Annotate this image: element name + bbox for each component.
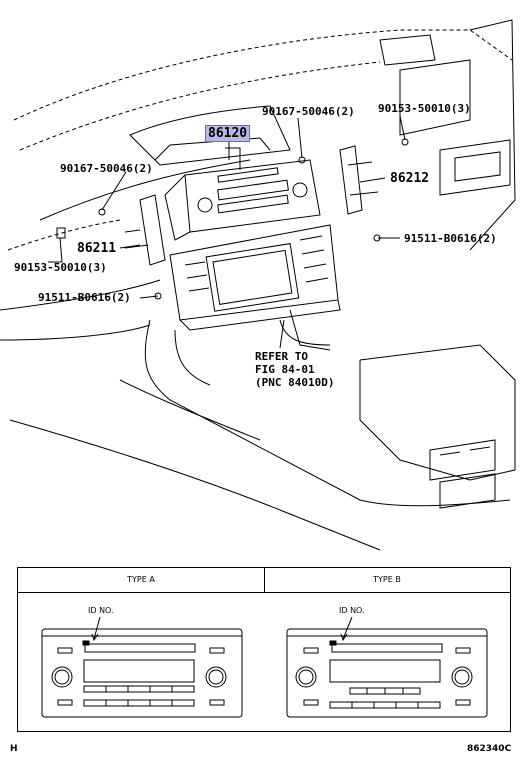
part-label-91511-right[interactable]: 91511-B0616(2) — [404, 232, 497, 245]
display-unit — [169, 224, 339, 321]
part-label-90153-top[interactable]: 90153-50010(3) — [378, 102, 471, 115]
id-no-label-a: ID NO. — [88, 606, 114, 615]
refer-line-3: (PNC 84010D) — [255, 376, 335, 389]
bracket-86212 — [339, 145, 363, 215]
part-label-90167-top[interactable]: 90167-50046(2) — [262, 105, 355, 118]
part-label-90167-left[interactable]: 90167-50046(2) — [60, 162, 153, 175]
type-b-radio — [286, 616, 488, 718]
refer-note[interactable]: REFER TO FIG 84-01 (PNC 84010D) — [255, 350, 334, 389]
head-unit-86120 — [184, 159, 321, 233]
part-label-90153-left[interactable]: 90153-50010(3) — [14, 261, 107, 274]
type-a-radio — [41, 616, 243, 718]
refer-line-2: FIG 84-01 — [255, 363, 315, 376]
footer-left-code: H — [10, 744, 18, 754]
part-label-86212[interactable]: 86212 — [390, 171, 430, 186]
part-label-86211[interactable]: 86211 — [77, 241, 117, 256]
part-label-86120[interactable]: 86120 — [205, 125, 251, 142]
id-no-label-b: ID NO. — [339, 606, 365, 615]
type-a-header: TYPE A — [18, 568, 265, 593]
part-label-91511-left[interactable]: 91511-B0616(2) — [38, 291, 131, 304]
type-b-header: TYPE B — [264, 568, 510, 593]
refer-line-1: REFER TO — [255, 350, 308, 363]
footer-figure-code: 862340C — [467, 744, 512, 754]
type-comparison-table: TYPE A TYPE B — [17, 567, 511, 732]
bracket-86211 — [139, 194, 166, 266]
